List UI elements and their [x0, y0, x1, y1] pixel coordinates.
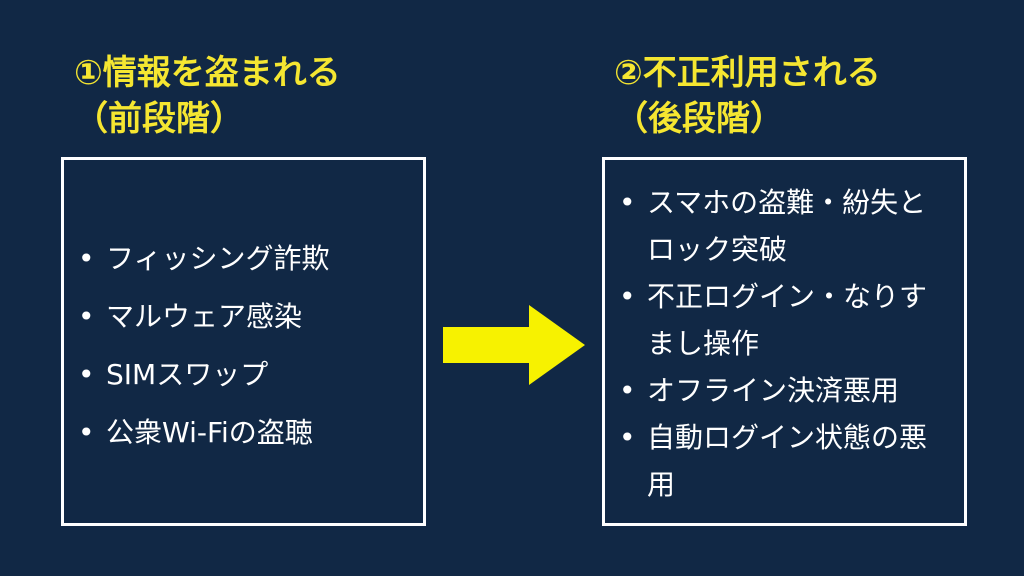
- stage1-title-sub: （前段階）: [74, 99, 244, 139]
- stage2-box: スマホの盗難・紛失とロック突破 不正ログイン・なりすまし操作 オフライン決済悪用…: [602, 157, 967, 526]
- stage1-item: SIMスワップ: [78, 355, 329, 395]
- stage1-title: ①情報を盗まれる （前段階）: [74, 50, 341, 142]
- right-arrow-icon: [443, 305, 585, 385]
- stage1-list: フィッシング詐欺 マルウェア感染 SIMスワップ 公衆Wi-Fiの盗聴: [78, 239, 329, 471]
- stage1-item: 公衆Wi-Fiの盗聴: [78, 413, 329, 453]
- stage2-item: オフライン決済悪用: [619, 367, 947, 414]
- stage2-title-main: ②不正利用される: [614, 53, 881, 93]
- stage2-title: ②不正利用される （後段階）: [614, 50, 881, 142]
- stage2-item: 不正ログイン・なりすまし操作: [619, 273, 947, 367]
- stage1-item: マルウェア感染: [78, 297, 329, 337]
- stage2-list: スマホの盗難・紛失とロック突破 不正ログイン・なりすまし操作 オフライン決済悪用…: [619, 179, 947, 508]
- stage1-title-main: ①情報を盗まれる: [74, 53, 341, 93]
- stage1-box: フィッシング詐欺 マルウェア感染 SIMスワップ 公衆Wi-Fiの盗聴: [61, 157, 426, 526]
- stage1-item: フィッシング詐欺: [78, 239, 329, 279]
- stage2-title-sub: （後段階）: [614, 99, 784, 139]
- stage2-item: 自動ログイン状態の悪用: [619, 414, 947, 508]
- stage2-item: スマホの盗難・紛失とロック突破: [619, 179, 947, 273]
